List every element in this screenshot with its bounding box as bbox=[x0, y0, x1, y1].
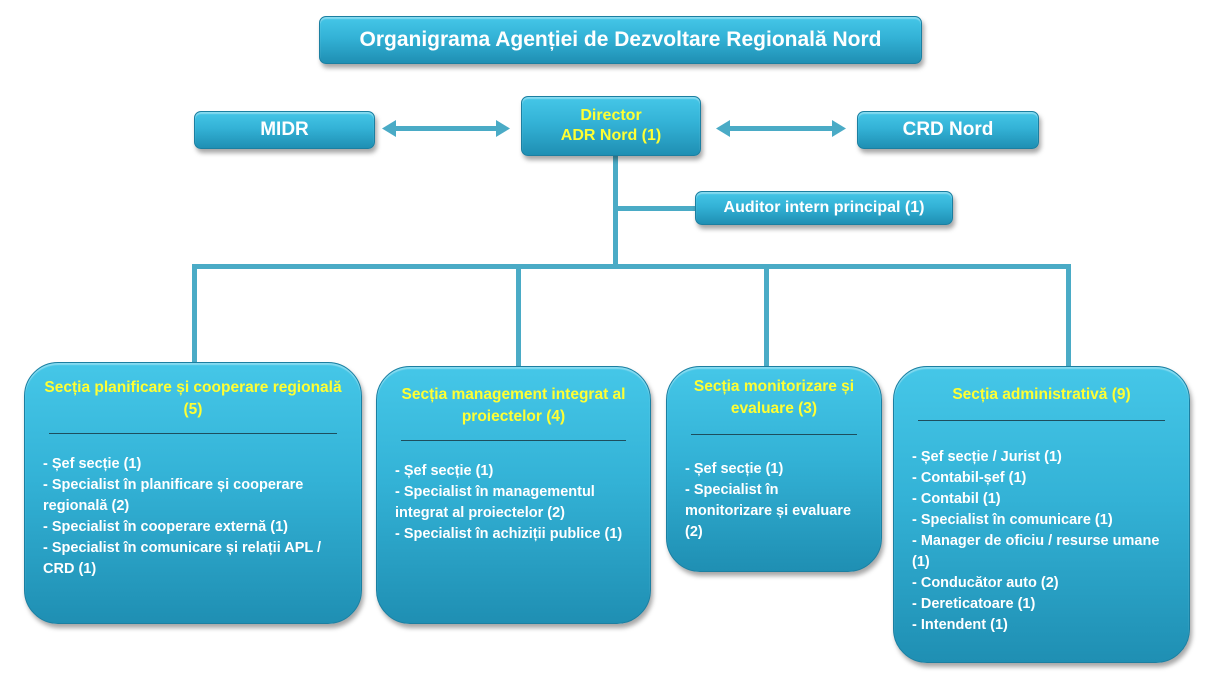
section-title: Secția management integrat al proiectelo… bbox=[401, 386, 626, 425]
double-arrow-left-icon bbox=[382, 120, 510, 137]
node-auditor-label: Auditor intern principal (1) bbox=[723, 199, 925, 216]
staff-item: - Specialist în comunicare (1) bbox=[912, 512, 1113, 528]
section-staff-list: - Șef secție (1) - Specialist în planifi… bbox=[43, 454, 343, 580]
staff-item: - Specialist în managementul integrat al… bbox=[395, 484, 595, 521]
node-director[interactable]: Director ADR Nord (1) bbox=[521, 96, 701, 156]
section-staff-list: - Șef secție / Jurist (1) - Contabil-șef… bbox=[912, 447, 1171, 636]
staff-item: - Șef secție (1) bbox=[43, 456, 142, 472]
staff-item: - Contabil-șef (1) bbox=[912, 470, 1027, 486]
staff-item: - Șef secție / Jurist (1) bbox=[912, 449, 1062, 465]
section-divider bbox=[401, 440, 626, 441]
node-midr-label: MIDR bbox=[260, 119, 309, 140]
section-management[interactable]: Secția management integrat al proiectelo… bbox=[376, 366, 651, 624]
section-divider bbox=[49, 433, 337, 434]
staff-item: - Dereticatoare (1) bbox=[912, 596, 1036, 612]
connector-auditor bbox=[613, 206, 695, 211]
section-title: Secția planificare și cooperare regional… bbox=[44, 379, 342, 418]
node-crd-nord[interactable]: CRD Nord bbox=[857, 111, 1039, 149]
section-title: Secția monitorizare și evaluare (3) bbox=[693, 378, 855, 417]
staff-item: - Specialist în planificare și cooperare… bbox=[43, 477, 304, 514]
staff-item: - Conducător auto (2) bbox=[912, 575, 1059, 591]
connector-section-2 bbox=[516, 264, 521, 368]
staff-item: - Specialist în comunicare și relații AP… bbox=[43, 540, 322, 577]
section-divider bbox=[691, 434, 857, 435]
staff-item: - Manager de oficiu / resurse umane (1) bbox=[912, 533, 1160, 570]
section-staff-list: - Șef secție (1) - Specialist în monitor… bbox=[685, 459, 863, 543]
staff-item: - Intendent (1) bbox=[912, 617, 1008, 633]
node-midr[interactable]: MIDR bbox=[194, 111, 375, 149]
connector-section-1 bbox=[192, 264, 197, 364]
section-planificare[interactable]: Secția planificare și cooperare regional… bbox=[24, 362, 362, 624]
section-staff-list: - Șef secție (1) - Specialist în managem… bbox=[395, 461, 632, 545]
section-divider bbox=[918, 420, 1165, 421]
staff-item: - Contabil (1) bbox=[912, 491, 1001, 507]
staff-item: - Specialist în monitorizare și evaluare… bbox=[685, 482, 852, 540]
connector-section-4 bbox=[1066, 264, 1071, 368]
staff-item: - Specialist în cooperare externă (1) bbox=[43, 519, 288, 535]
connector-director-down bbox=[613, 156, 618, 268]
staff-item: - Șef secție (1) bbox=[395, 463, 494, 479]
staff-item: - Șef secție (1) bbox=[685, 461, 784, 477]
staff-item: - Specialist în achiziții publice (1) bbox=[395, 526, 623, 542]
section-monitorizare[interactable]: Secția monitorizare și evaluare (3) - Șe… bbox=[666, 366, 882, 572]
double-arrow-right-icon bbox=[716, 120, 846, 137]
connector-horizontal bbox=[192, 264, 1070, 269]
node-director-line2: ADR Nord (1) bbox=[560, 127, 662, 144]
node-auditor[interactable]: Auditor intern principal (1) bbox=[695, 191, 953, 225]
section-title: Secția administrativă (9) bbox=[952, 386, 1131, 403]
node-crd-label: CRD Nord bbox=[902, 119, 994, 140]
connector-section-3 bbox=[764, 264, 769, 368]
chart-title-text: Organigrama Agenției de Dezvoltare Regio… bbox=[359, 28, 882, 51]
node-director-line1: Director bbox=[580, 107, 642, 124]
section-administrativa[interactable]: Secția administrativă (9) - Șef secție /… bbox=[893, 366, 1190, 663]
chart-title: Organigrama Agenției de Dezvoltare Regio… bbox=[319, 16, 922, 64]
